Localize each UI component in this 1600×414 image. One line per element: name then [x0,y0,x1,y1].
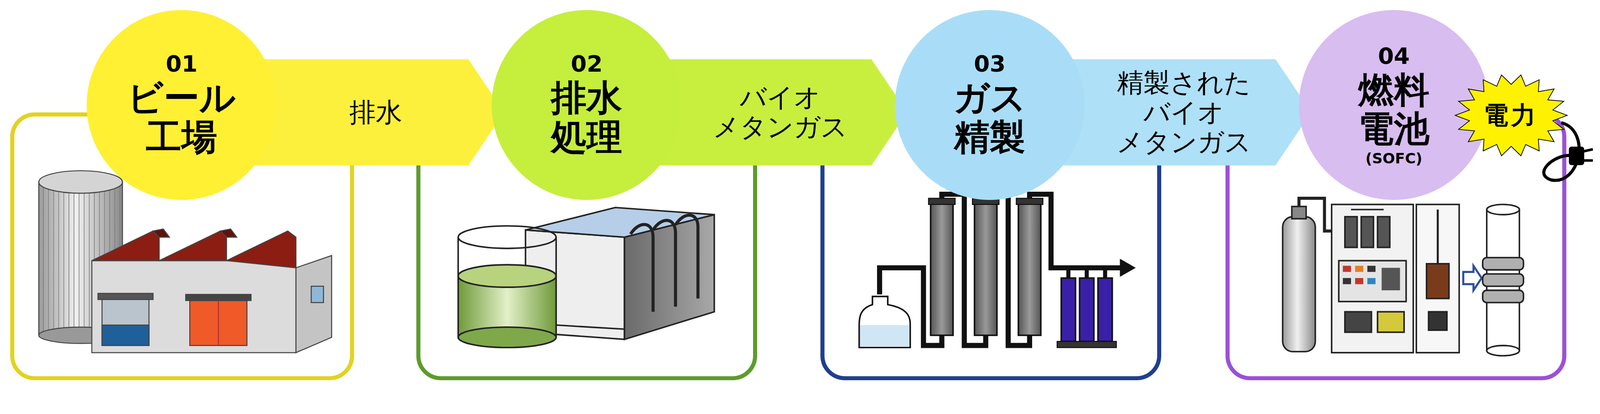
wastewater-tanks-part [458,264,557,287]
sofc-equipment-part [1342,277,1351,284]
flow-label: バイオ メタンガス [712,82,848,142]
power-label: 電力 [1483,101,1539,129]
step-subname: (SOFC) [1365,150,1423,167]
step-name: ビール 工場 [127,78,236,157]
sofc-equipment-part [1482,257,1524,270]
sofc-equipment-part [1436,209,1439,264]
wastewater-tanks-part [555,237,557,338]
brewery-factory-part [218,300,219,346]
brewery-factory-part [102,324,150,346]
power-plug-part [1569,146,1584,165]
step-name: ガス 精製 [953,78,1027,157]
step-name: 燃料 電池 [1358,70,1430,150]
brewery-factory-part [159,230,227,261]
step-name: 排水 処理 [550,78,623,157]
flow-label: 精製された バイオ メタンガス [1116,67,1252,157]
wastewater-tanks-part [458,225,557,249]
brewery-factory-part [91,230,160,261]
wastewater-tanks-part [653,220,676,307]
sofc-equipment-part [1428,311,1447,330]
gas-purifier-part [1061,277,1076,342]
process-circle: 01ビール 工場 [86,10,277,200]
sofc-equipment-part [1345,311,1372,333]
brewery-factory-part [296,255,332,353]
wastewater-tanks-part [675,214,698,299]
sofc-equipment-part [1345,216,1358,248]
gas-purifier-part [1016,197,1043,204]
gas-purifier-part [1079,277,1094,342]
wastewater-tanks-part [555,324,625,329]
gas-purifier-part [1018,202,1041,335]
gas-purifier-part [1068,267,1106,278]
sofc-equipment-part [1355,277,1364,284]
wastewater-tanks [458,207,715,348]
wastewater-tanks-part [458,327,557,348]
sofc-equipment-part [1361,216,1374,248]
sofc-equipment-part [1367,265,1376,272]
brewery-factory-part [185,294,251,301]
sofc-equipment-part [1381,267,1400,291]
sofc-equipment [1282,197,1524,356]
sofc-equipment-part [1416,204,1460,353]
wastewater-tanks-part [525,207,715,238]
brewery-factory-part [311,285,324,303]
sofc-equipment-part [1355,265,1364,272]
sofc-equipment-part [1367,277,1376,284]
sofc-equipment-part [1350,208,1384,210]
brewery-factory-part [153,228,170,238]
sofc-equipment-part [1342,265,1351,272]
process-circle: 03ガス 精製 [894,10,1085,200]
gas-purifier-part [860,324,910,347]
brewery-factory-part [220,228,237,238]
gas-purifier-part [974,202,998,335]
gas-purifier-part [928,197,956,204]
step-number: 01 [165,51,198,77]
sofc-equipment-part [1331,204,1414,353]
step-number: 04 [1377,43,1410,69]
process-circle: 02排水 処理 [491,10,682,200]
brewery-factory-part [91,260,296,353]
brewery-factory-part [38,170,123,193]
step-number: 03 [973,51,1006,77]
sofc-equipment-part [1463,265,1482,291]
sofc-equipment-part [1482,290,1524,303]
sofc-equipment-part [1426,263,1450,299]
step-number: 02 [571,51,603,77]
sofc-equipment-part [1486,345,1520,356]
power-burst: 電力 [1454,73,1569,157]
process-circle: 04燃料 電池(SOFC) [1298,10,1489,200]
brewery-factory-part [102,298,150,346]
wastewater-tanks-part [630,224,654,312]
wastewater-tanks-part [457,237,459,338]
brewery-factory-part [98,293,154,300]
gas-purifier-part [1097,277,1112,342]
gas-purifier-part [1120,259,1135,276]
flow-label: 排水 [349,97,403,128]
power-plug [1543,122,1594,181]
sofc-equipment-part [1291,206,1306,219]
sofc-equipment-part [1338,260,1407,302]
brewery-factory-part [226,230,297,268]
brewery-factory-part [189,300,247,346]
gas-purifier-part [859,296,911,348]
sofc-equipment-part [1377,216,1390,248]
burst-outline [1455,74,1568,156]
sofc-equipment-part [1486,204,1520,215]
power-plug-part [1583,149,1593,151]
gas-purifier-part [879,194,1121,346]
sofc-equipment-part [1282,216,1316,352]
sofc-equipment-part [1482,273,1524,286]
gas-purifier-part [930,202,953,335]
sofc-equipment-part [1377,311,1404,333]
gas-purifier-part [1057,341,1117,348]
power-plug-part [1583,159,1593,162]
gas-purifier [859,194,1135,348]
